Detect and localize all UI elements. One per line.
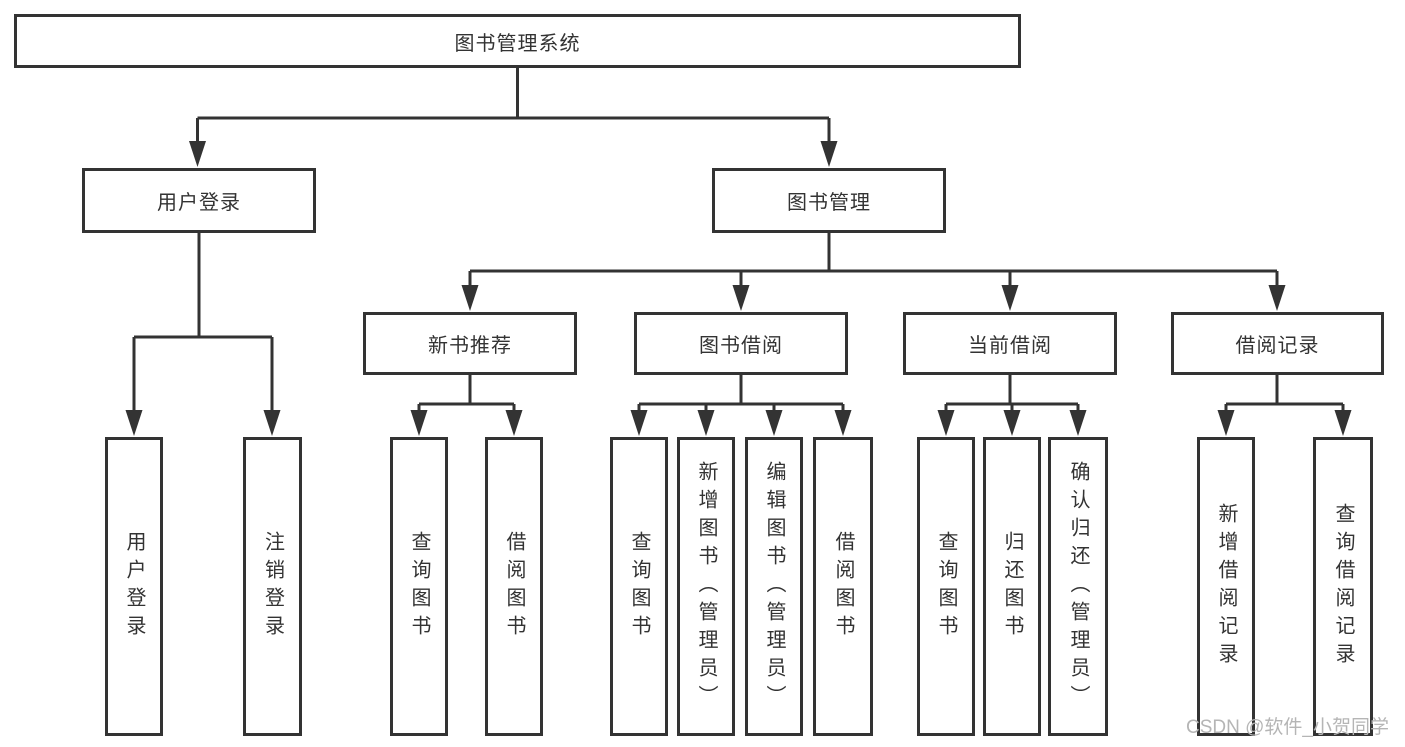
node-book-management-label: 图书管理 [787,192,871,214]
node-user-login-label: 用户登录 [157,192,241,214]
leaf-current-return-books: 归还图书 [983,437,1041,736]
leaf-borrow-query-books-label: 查询图书 [628,530,650,643]
leaf-borrow-borrow-books: 借阅图书 [813,437,873,736]
leaf-newbook-query-books: 查询图书 [390,437,448,736]
leaf-logout: 注销登录 [243,437,302,736]
leaf-borrow-edit-books-admin: 编辑图书（管理员） [745,437,803,736]
node-root: 图书管理系统 [14,14,1021,68]
node-current-borrow-label: 当前借阅 [968,335,1052,357]
leaf-records-add-record-label: 新增借阅记录 [1215,502,1237,671]
node-new-book-recommend: 新书推荐 [363,312,577,375]
leaf-borrow-edit-books-admin-label: 编辑图书（管理员） [763,460,785,713]
connector-arrowheads [125,141,1352,436]
node-book-borrow: 图书借阅 [634,312,848,375]
node-book-management: 图书管理 [712,168,946,233]
leaf-current-return-books-label: 归还图书 [1001,530,1023,643]
leaf-borrow-query-books: 查询图书 [610,437,668,736]
leaf-borrow-borrow-books-label: 借阅图书 [832,530,854,643]
leaf-borrow-add-books-admin: 新增图书（管理员） [677,437,735,736]
node-root-label: 图书管理系统 [454,32,581,55]
node-user-login: 用户登录 [82,168,316,233]
leaf-current-confirm-return-admin: 确认归还（管理员） [1048,437,1108,736]
csdn-watermark: CSDN @软件_小贺同学 [1186,717,1389,738]
leaf-newbook-borrow-books-label: 借阅图书 [503,530,525,643]
leaf-newbook-query-books-label: 查询图书 [408,530,430,643]
leaf-current-query-books-label: 查询图书 [935,530,957,643]
node-new-book-recommend-label: 新书推荐 [428,335,512,357]
node-current-borrow: 当前借阅 [903,312,1117,375]
leaf-records-query-record: 查询借阅记录 [1313,437,1373,736]
leaf-current-query-books: 查询图书 [917,437,975,736]
node-borrow-records-label: 借阅记录 [1235,335,1320,357]
leaf-user-login-label: 用户登录 [123,530,145,643]
leaf-current-confirm-return-admin-label: 确认归还（管理员） [1067,460,1089,713]
leaf-records-add-record: 新增借阅记录 [1197,437,1255,736]
leaf-borrow-add-books-admin-label: 新增图书（管理员） [695,460,717,713]
leaf-records-query-record-label: 查询借阅记录 [1332,502,1354,671]
leaf-logout-label: 注销登录 [261,530,284,643]
leaf-newbook-borrow-books: 借阅图书 [485,437,543,736]
leaf-user-login: 用户登录 [105,437,163,736]
connector-trunk-lines [132,68,1345,414]
node-borrow-records: 借阅记录 [1171,312,1384,375]
node-book-borrow-label: 图书借阅 [699,335,783,357]
